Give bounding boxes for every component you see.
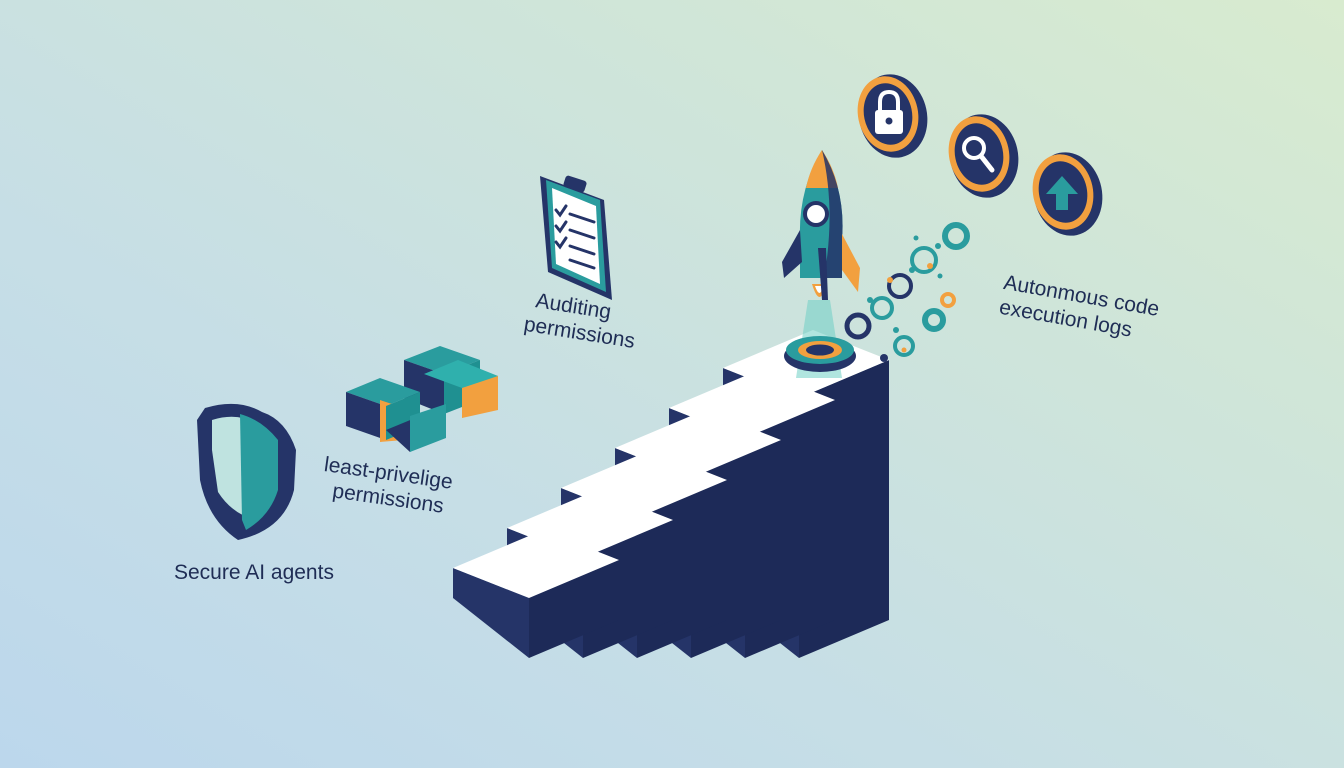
label-secure-ai-agents: Secure AI agents	[174, 560, 334, 585]
rocket-icon	[782, 150, 860, 378]
step-front	[529, 560, 619, 658]
gear-particles-icon	[844, 222, 970, 362]
lock-icon	[857, 74, 928, 158]
staircase	[453, 330, 889, 658]
clipboard-checklist-icon	[540, 175, 612, 300]
label-secure-text: Secure AI agents	[174, 561, 334, 584]
upload-arrow-icon	[1032, 152, 1103, 236]
step-top	[453, 530, 619, 598]
shield-icon	[197, 403, 296, 540]
blocks-icon	[346, 346, 498, 452]
step-1	[453, 530, 619, 658]
magnifier-icon	[948, 114, 1019, 198]
